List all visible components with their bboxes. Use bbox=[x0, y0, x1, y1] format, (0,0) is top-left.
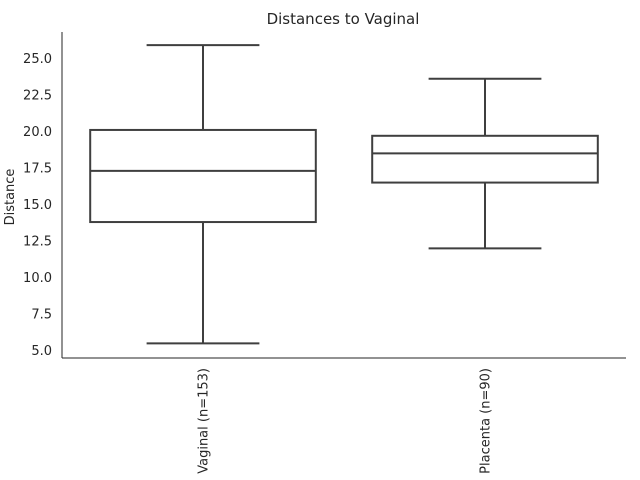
box-2 bbox=[371, 77, 599, 250]
y-tick-label: 22.5 bbox=[23, 88, 52, 103]
y-tick-label: 17.5 bbox=[23, 161, 52, 176]
y-tick-label: 25.0 bbox=[23, 52, 52, 67]
y-tick-label: 20.0 bbox=[23, 125, 52, 140]
y-axis-ticks: 5.0 7.5 10.0 12.5 15.0 17.5 20.0 22.5 25.0 bbox=[23, 52, 52, 359]
x-tick-label: Vaginal (n=153) bbox=[197, 368, 212, 474]
box-plots bbox=[89, 44, 599, 345]
x-axis-ticks: Vaginal (n=153) Placenta (n=90) bbox=[197, 368, 494, 474]
y-axis-title: Distance bbox=[3, 169, 18, 226]
y-tick-label: 7.5 bbox=[31, 308, 52, 323]
iqr-box bbox=[89, 128, 317, 224]
y-tick-label: 15.0 bbox=[23, 198, 52, 213]
y-tick-label: 12.5 bbox=[23, 235, 52, 250]
box-1 bbox=[89, 44, 317, 345]
chart-title: Distances to Vaginal bbox=[267, 10, 420, 28]
y-tick-label: 10.0 bbox=[23, 271, 52, 286]
iqr-box bbox=[371, 134, 599, 184]
y-tick-label: 5.0 bbox=[31, 344, 52, 359]
x-tick-label: Placenta (n=90) bbox=[479, 368, 494, 474]
